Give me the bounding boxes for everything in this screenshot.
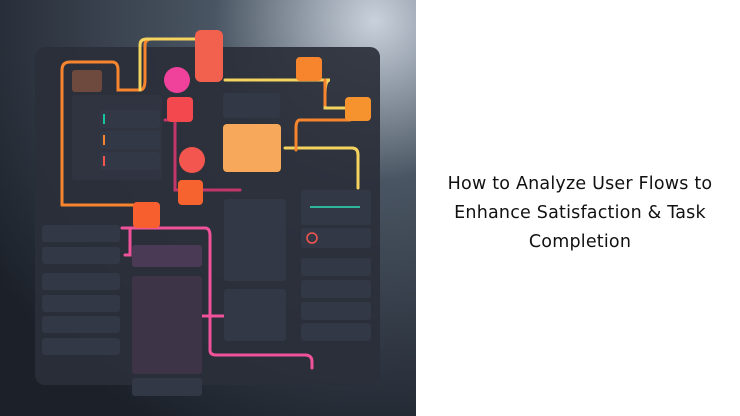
flow-node [164, 67, 190, 93]
flow-node [296, 57, 322, 81]
flow-node [133, 202, 160, 228]
flow-node [167, 97, 193, 122]
article-title: How to Analyze User Flows to Enhance Sat… [447, 174, 713, 252]
user-flow-illustration [0, 0, 416, 416]
flow-node [178, 180, 203, 205]
flow-card [223, 124, 281, 172]
flow-node [179, 147, 205, 173]
flow-node [72, 70, 102, 92]
flow-node [195, 30, 223, 82]
flow-node [345, 97, 371, 121]
